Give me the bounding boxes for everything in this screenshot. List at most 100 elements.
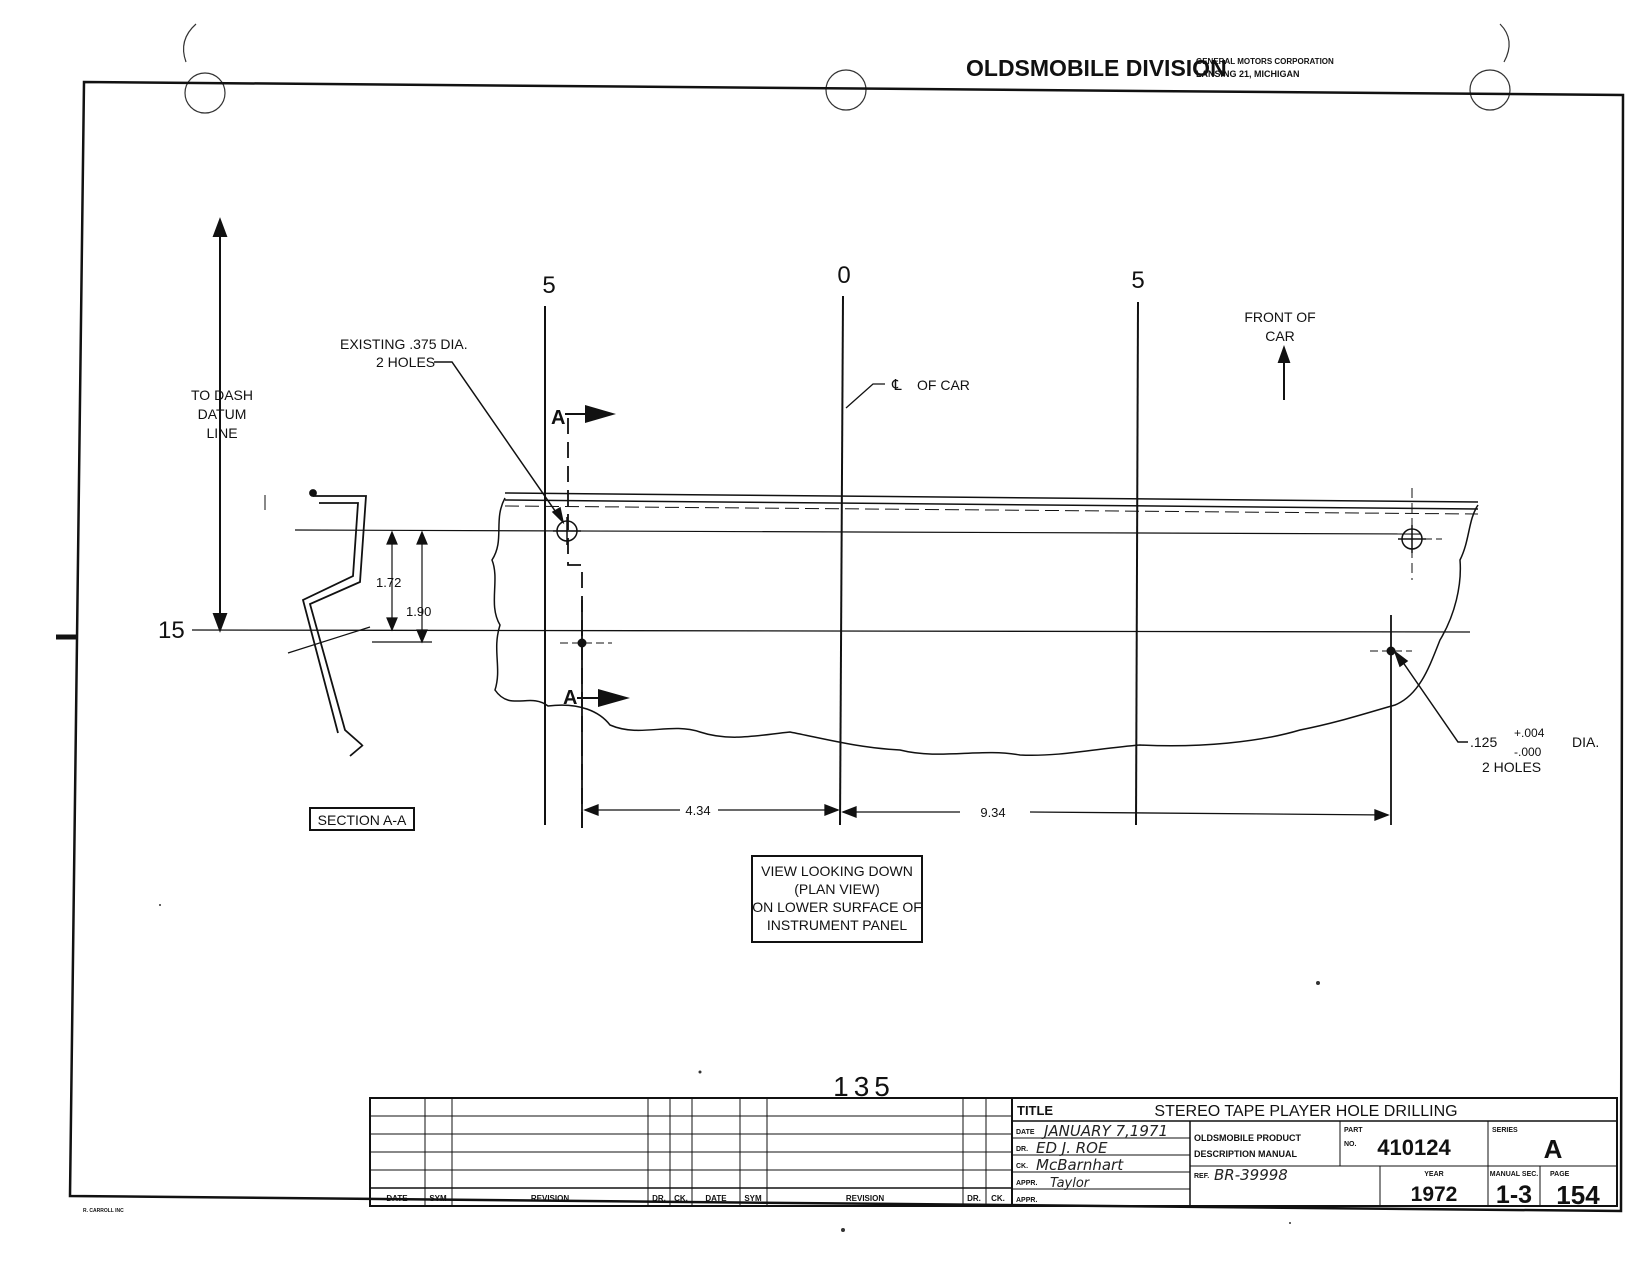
dim-9-34-label: 9.34 [980,805,1005,820]
series-label: SERIES [1492,1127,1518,1134]
dim-1-72-label: 1.72 [376,575,401,590]
new-hole-right [1370,615,1412,825]
page-label: PAGE [1550,1171,1570,1178]
svg-text:LINE: LINE [206,425,237,441]
date-label: DATE [1016,1129,1035,1136]
svg-text:DR.: DR. [967,1194,981,1203]
svg-text:A: A [563,687,577,709]
ref-value: BR-39998 [1214,1166,1288,1184]
svg-text:SYM: SYM [429,1194,447,1203]
binder-holes [183,23,1511,114]
drawing-title: STEREO TAPE PLAYER HOLE DRILLING [1154,1103,1457,1120]
centerline-symbol: ℄ [891,377,902,394]
manual-name: OLDSMOBILE PRODUCT DESCRIPTION MANUAL [1194,1133,1302,1159]
dr-value: ED J. ROE [1036,1139,1108,1157]
appr2-label: APPR. [1016,1197,1037,1204]
line-15-label: 15 [158,617,185,644]
centerline-leader [845,383,885,409]
svg-text:DATE: DATE [386,1194,408,1203]
grid-label-right-5: 5 [1131,267,1144,294]
ck-label: CK. [1016,1163,1028,1170]
manual-sec-label: MANUAL SEC. [1490,1171,1539,1178]
front-of-car-label: FRONT OF CAR [1244,309,1315,344]
revision-headers: DATE SYM REVISION DR. CK. DATE SYM REVIS… [386,1194,1004,1203]
centerline-label: OF CAR [917,377,970,393]
printer-mark: R. CARROLL INC [83,1208,124,1214]
corp-name: GENERAL MOTORS CORPORATION [1196,57,1334,66]
svg-text:+.004: +.004 [1514,726,1545,740]
part-number: 410124 [1377,1135,1451,1160]
grid-label-0: 0 [837,262,850,289]
appr-label: APPR. [1016,1180,1037,1187]
svg-text:DESCRIPTION MANUAL: DESCRIPTION MANUAL [1194,1149,1298,1159]
svg-text:OLDSMOBILE PRODUCT: OLDSMOBILE PRODUCT [1194,1133,1302,1143]
svg-text:CAR: CAR [1265,328,1295,344]
sheet-border [68,80,1625,1213]
svg-text:2 HOLES: 2 HOLES [1482,759,1541,775]
hole-centerline [294,529,1421,535]
date-value: JANUARY 7,1971 [1041,1122,1168,1140]
svg-text:-.000: -.000 [1514,745,1542,759]
new-holes-label: .125 +.004 -.000 DIA. 2 HOLES [1470,726,1599,775]
svg-text:CK.: CK. [674,1194,688,1203]
ref-label: REF. [1194,1173,1209,1180]
svg-text:REVISION: REVISION [531,1194,569,1203]
svg-text:SYM: SYM [744,1194,762,1203]
section-marker-bottom: A [563,687,630,709]
svg-text:DATUM: DATUM [198,406,247,422]
dash-datum-arrow [212,217,228,633]
svg-text:REVISION: REVISION [846,1194,884,1203]
dr-label: DR. [1016,1146,1028,1153]
svg-text:DIA.: DIA. [1572,734,1599,750]
title-label: TITLE [1017,1103,1053,1118]
dash-datum-label: TO DASH DATUM LINE [191,387,253,441]
front-arrow-icon [1277,345,1291,400]
svg-text:DATE: DATE [705,1194,727,1203]
page-value: 154 [1556,1180,1600,1210]
section-profile [264,489,371,757]
new-holes-leader [1393,649,1468,743]
dim-4-34-label: 4.34 [685,803,710,818]
svg-text:DR.: DR. [652,1194,666,1203]
part-label: PART [1344,1127,1363,1134]
svg-text:CK.: CK. [991,1194,1005,1203]
year-value: 1972 [1411,1183,1458,1206]
dimension-lines [583,804,1390,821]
line-15 [191,629,1471,633]
svg-text:2 HOLES: 2 HOLES [376,354,435,370]
svg-text:ON LOWER SURFACE OF: ON LOWER SURFACE OF [752,899,922,915]
svg-text:VIEW LOOKING DOWN: VIEW LOOKING DOWN [761,863,913,879]
svg-text:INSTRUMENT PANEL: INSTRUMENT PANEL [767,917,907,933]
page-stamp: 135 [833,1071,895,1102]
new-hole-left [560,638,612,648]
section-marker-top: A [551,405,616,429]
manual-sec-value: 1-3 [1496,1181,1532,1209]
part-no-label: NO. [1344,1141,1357,1148]
svg-text:(PLAN VIEW): (PLAN VIEW) [794,881,880,897]
svg-text:TO DASH: TO DASH [191,387,253,403]
appr-value: Taylor [1050,1176,1091,1191]
view-note-box [751,855,923,943]
existing-holes-label: EXISTING .375 DIA. 2 HOLES [340,336,468,370]
title-block [1011,1097,1618,1207]
scan-specks [159,904,1320,1232]
corp-location: LANSING 21, MICHIGAN [1196,69,1300,79]
dim-1-90-label: 1.90 [406,604,431,619]
ck-value: McBarnhart [1036,1156,1124,1174]
view-note: VIEW LOOKING DOWN (PLAN VIEW) ON LOWER S… [752,863,922,933]
section-label-box [309,807,415,831]
svg-text:EXISTING .375 DIA.: EXISTING .375 DIA. [340,336,468,352]
revision-block [369,1097,1013,1207]
year-label: YEAR [1424,1171,1443,1178]
section-cut-line [567,418,583,828]
grid-lines [544,295,1139,826]
svg-text:.125: .125 [1470,734,1497,750]
dim-1-72 [372,530,432,644]
series-value: A [1544,1134,1563,1164]
existing-hole-left [553,517,581,545]
section-label: SECTION A-A [318,812,407,828]
instrument-panel-outline [491,492,1479,757]
grid-label-left-5: 5 [542,272,555,299]
svg-text:FRONT OF: FRONT OF [1244,309,1315,325]
